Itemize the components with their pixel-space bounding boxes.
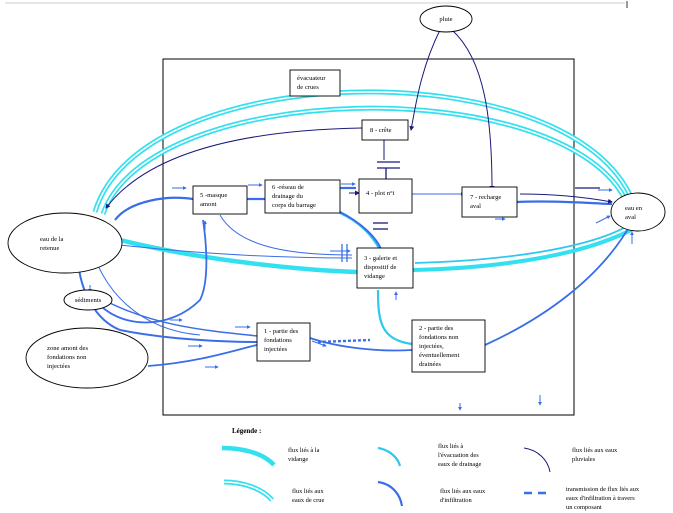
- svg-text:injectées,: injectées,: [419, 343, 444, 350]
- dam-boundary: [162, 58, 575, 416]
- svg-text:injectées: injectées: [47, 363, 70, 370]
- svg-text:eau en: eau en: [625, 205, 643, 212]
- legend-crue: flux liés aux eaux de crue: [223, 479, 324, 504]
- svg-text:6 -réseau de: 6 -réseau de: [272, 184, 304, 191]
- svg-text:corps du barrage: corps du barrage: [272, 202, 316, 209]
- svg-text:vidange: vidange: [364, 273, 385, 280]
- svg-text:eaux d'infiltration à travers: eaux d'infiltration à travers: [566, 495, 635, 502]
- svg-text:7 - recharge: 7 - recharge: [470, 194, 501, 201]
- svg-text:aval: aval: [470, 203, 481, 210]
- svg-text:4 - plot n°i: 4 - plot n°i: [366, 190, 395, 197]
- svg-text:flux liés aux eaux: flux liés aux eaux: [440, 488, 486, 495]
- legend-infiltration: flux liés aux eaux d'infiltration: [377, 480, 486, 507]
- svg-text:pluie: pluie: [439, 16, 452, 23]
- pluvial-flows: [105, 29, 613, 209]
- flood-flows: [92, 89, 633, 215]
- svg-text:transmission de flux liés aux: transmission de flux liés aux: [566, 486, 640, 493]
- svg-text:vidange: vidange: [288, 456, 308, 463]
- node-pluie: pluie: [419, 5, 473, 33]
- svg-text:eau de la: eau de la: [40, 236, 64, 243]
- legend-drainage: flux liés à l'évacuation des eaux de dra…: [377, 443, 481, 468]
- node-evacuateur: évacuateur de crues: [289, 69, 341, 97]
- svg-text:retenue: retenue: [40, 245, 59, 252]
- svg-text:d'infiltration: d'infiltration: [440, 497, 472, 504]
- node-masque-amont: 5 -masque amont: [192, 185, 248, 215]
- svg-text:fondations non: fondations non: [47, 354, 87, 361]
- node-eau-retenue: eau de la retenue: [7, 212, 123, 274]
- node-recharge-aval: 7 - recharge aval: [461, 186, 518, 218]
- svg-text:3 - galerie et: 3 - galerie et: [364, 255, 397, 262]
- svg-text:de crues: de crues: [297, 84, 319, 91]
- svg-text:eaux de crue: eaux de crue: [292, 497, 324, 504]
- svg-text:dispositif de: dispositif de: [364, 264, 396, 271]
- svg-text:flux liés aux eaux: flux liés aux eaux: [572, 447, 618, 454]
- legend-vidange: flux liés à la vidange: [221, 445, 320, 467]
- node-zone-amont: zone amont des fondations non injectées: [25, 327, 149, 389]
- node-reseau-drainage: 6 -réseau de drainage du corps du barrag…: [264, 179, 341, 214]
- legend-pluviales: flux liés aux eaux pluviales: [523, 447, 618, 473]
- svg-text:zone amont des: zone amont des: [47, 345, 88, 352]
- svg-text:Légende :: Légende :: [232, 427, 261, 435]
- svg-text:flux liés à: flux liés à: [438, 443, 463, 450]
- svg-text:flux liés aux: flux liés aux: [292, 488, 324, 495]
- svg-text:2 - partie des: 2 - partie des: [419, 325, 454, 332]
- node-plot: 4 - plot n°i: [358, 178, 413, 214]
- svg-text:drainées: drainées: [419, 361, 441, 368]
- svg-text:fondations non: fondations non: [419, 334, 459, 341]
- node-crete: 8 - crête: [361, 119, 409, 141]
- infiltration-flows: [77, 186, 633, 367]
- svg-text:1 - partie des: 1 - partie des: [264, 328, 299, 335]
- svg-text:éventuellement: éventuellement: [419, 352, 459, 359]
- svg-text:8 - crête: 8 - crête: [370, 127, 392, 134]
- transmission-symbols: [341, 161, 400, 262]
- node-partie-2: 2 - partie des fondations non injectées,…: [411, 319, 486, 373]
- node-partie-1: 1 - partie des fondations injectées: [256, 322, 311, 362]
- legend: Légende : flux liés à la vidange flux li…: [221, 427, 640, 511]
- node-sediments: sédiments: [63, 289, 113, 311]
- svg-text:aval: aval: [625, 214, 636, 221]
- svg-text:évacuateur: évacuateur: [297, 75, 326, 82]
- svg-text:fondations: fondations: [264, 337, 292, 344]
- legend-transmission: transmission de flux liés aux eaux d'inf…: [524, 486, 640, 511]
- vidange-flows: [119, 223, 642, 275]
- node-galerie: 3 - galerie et dispositif de vidange: [356, 247, 414, 289]
- svg-text:5 -masque: 5 -masque: [200, 192, 227, 199]
- node-eau-aval: eau en aval: [610, 192, 666, 232]
- svg-text:pluviales: pluviales: [572, 456, 596, 463]
- svg-text:flux liés à la: flux liés à la: [288, 447, 320, 454]
- svg-text:injectées: injectées: [264, 346, 287, 353]
- svg-text:l'évacuation des: l'évacuation des: [438, 452, 479, 459]
- svg-text:amont: amont: [200, 201, 217, 208]
- svg-text:un composant: un composant: [566, 504, 602, 511]
- small-blue-arrows: [170, 182, 634, 369]
- svg-text:sédiments: sédiments: [75, 297, 102, 304]
- svg-text:drainage du: drainage du: [272, 193, 304, 200]
- transmission-dashed: [317, 338, 371, 344]
- svg-text:eaux de drainage: eaux de drainage: [438, 461, 481, 468]
